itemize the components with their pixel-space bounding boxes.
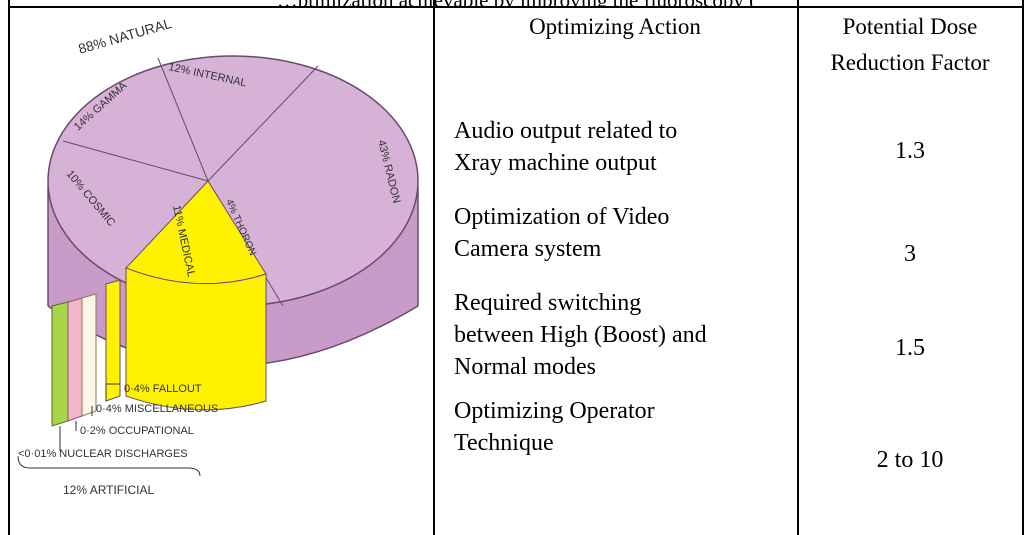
callout-fallout-line — [105, 383, 120, 401]
label-artificial: 12% ARTIFICIAL — [63, 483, 154, 497]
row-1-factor: 1.3 — [895, 138, 925, 164]
row-4-factor: 2 to 10 — [876, 447, 944, 473]
artificial-slice-pink — [67, 297, 83, 422]
header-factor-line2: Reduction Factor — [830, 50, 990, 75]
medical-slice-side — [125, 267, 267, 411]
table-border-right — [1022, 0, 1024, 535]
row-4-action-line1: Optimizing Operator — [454, 398, 655, 424]
table-border-mid2 — [797, 0, 799, 535]
table-border-top — [8, 6, 1024, 8]
header-factor-line1: Potential Dose — [842, 14, 978, 39]
artificial-slice-green — [51, 301, 69, 427]
slice-line-1 — [157, 57, 209, 182]
row-4-action-line2: Technique — [454, 430, 554, 456]
row-1-action-line1: Audio output related to — [454, 118, 678, 144]
row-2-factor: 3 — [904, 241, 916, 267]
table-border-left — [8, 0, 10, 535]
artificial-brace — [17, 455, 201, 477]
slice-line-3 — [62, 140, 209, 182]
row-1-action-line2: Xray machine output — [454, 150, 657, 176]
artificial-slice-white — [81, 293, 97, 417]
artificial-slice-yellow — [105, 279, 121, 402]
label-fallout: 0·4% FALLOUT — [124, 383, 202, 395]
label-natural: 88% NATURAL — [76, 15, 173, 57]
row-2-action-line1: Optimization of Video — [454, 204, 670, 230]
row-3-action-line1: Required switching — [454, 290, 642, 316]
row-3-factor: 1.5 — [895, 335, 925, 361]
radiation-sources-pie-illustration: 88% NATURAL 12% INTERNAL 14% GAMMA 43% R… — [17, 15, 419, 497]
caption-fragment: …ptimization achievable by improving the… — [0, 0, 1033, 8]
header-action: Optimizing Action — [529, 14, 701, 39]
label-misc: 0·4% MISCELLANEOUS — [96, 403, 218, 415]
row-3-action-line2: between High (Boost) and — [454, 322, 707, 348]
label-occupational: 0·2% OCCUPATIONAL — [80, 425, 194, 437]
pie-top — [48, 56, 418, 306]
label-nuclear: <0·01% NUCLEAR DISCHARGES — [18, 448, 188, 460]
row-2-action-line2: Camera system — [454, 236, 602, 262]
table-border-mid — [433, 0, 435, 535]
slice-line-2 — [207, 65, 319, 182]
row-3-action-line3: Normal modes — [454, 354, 596, 380]
